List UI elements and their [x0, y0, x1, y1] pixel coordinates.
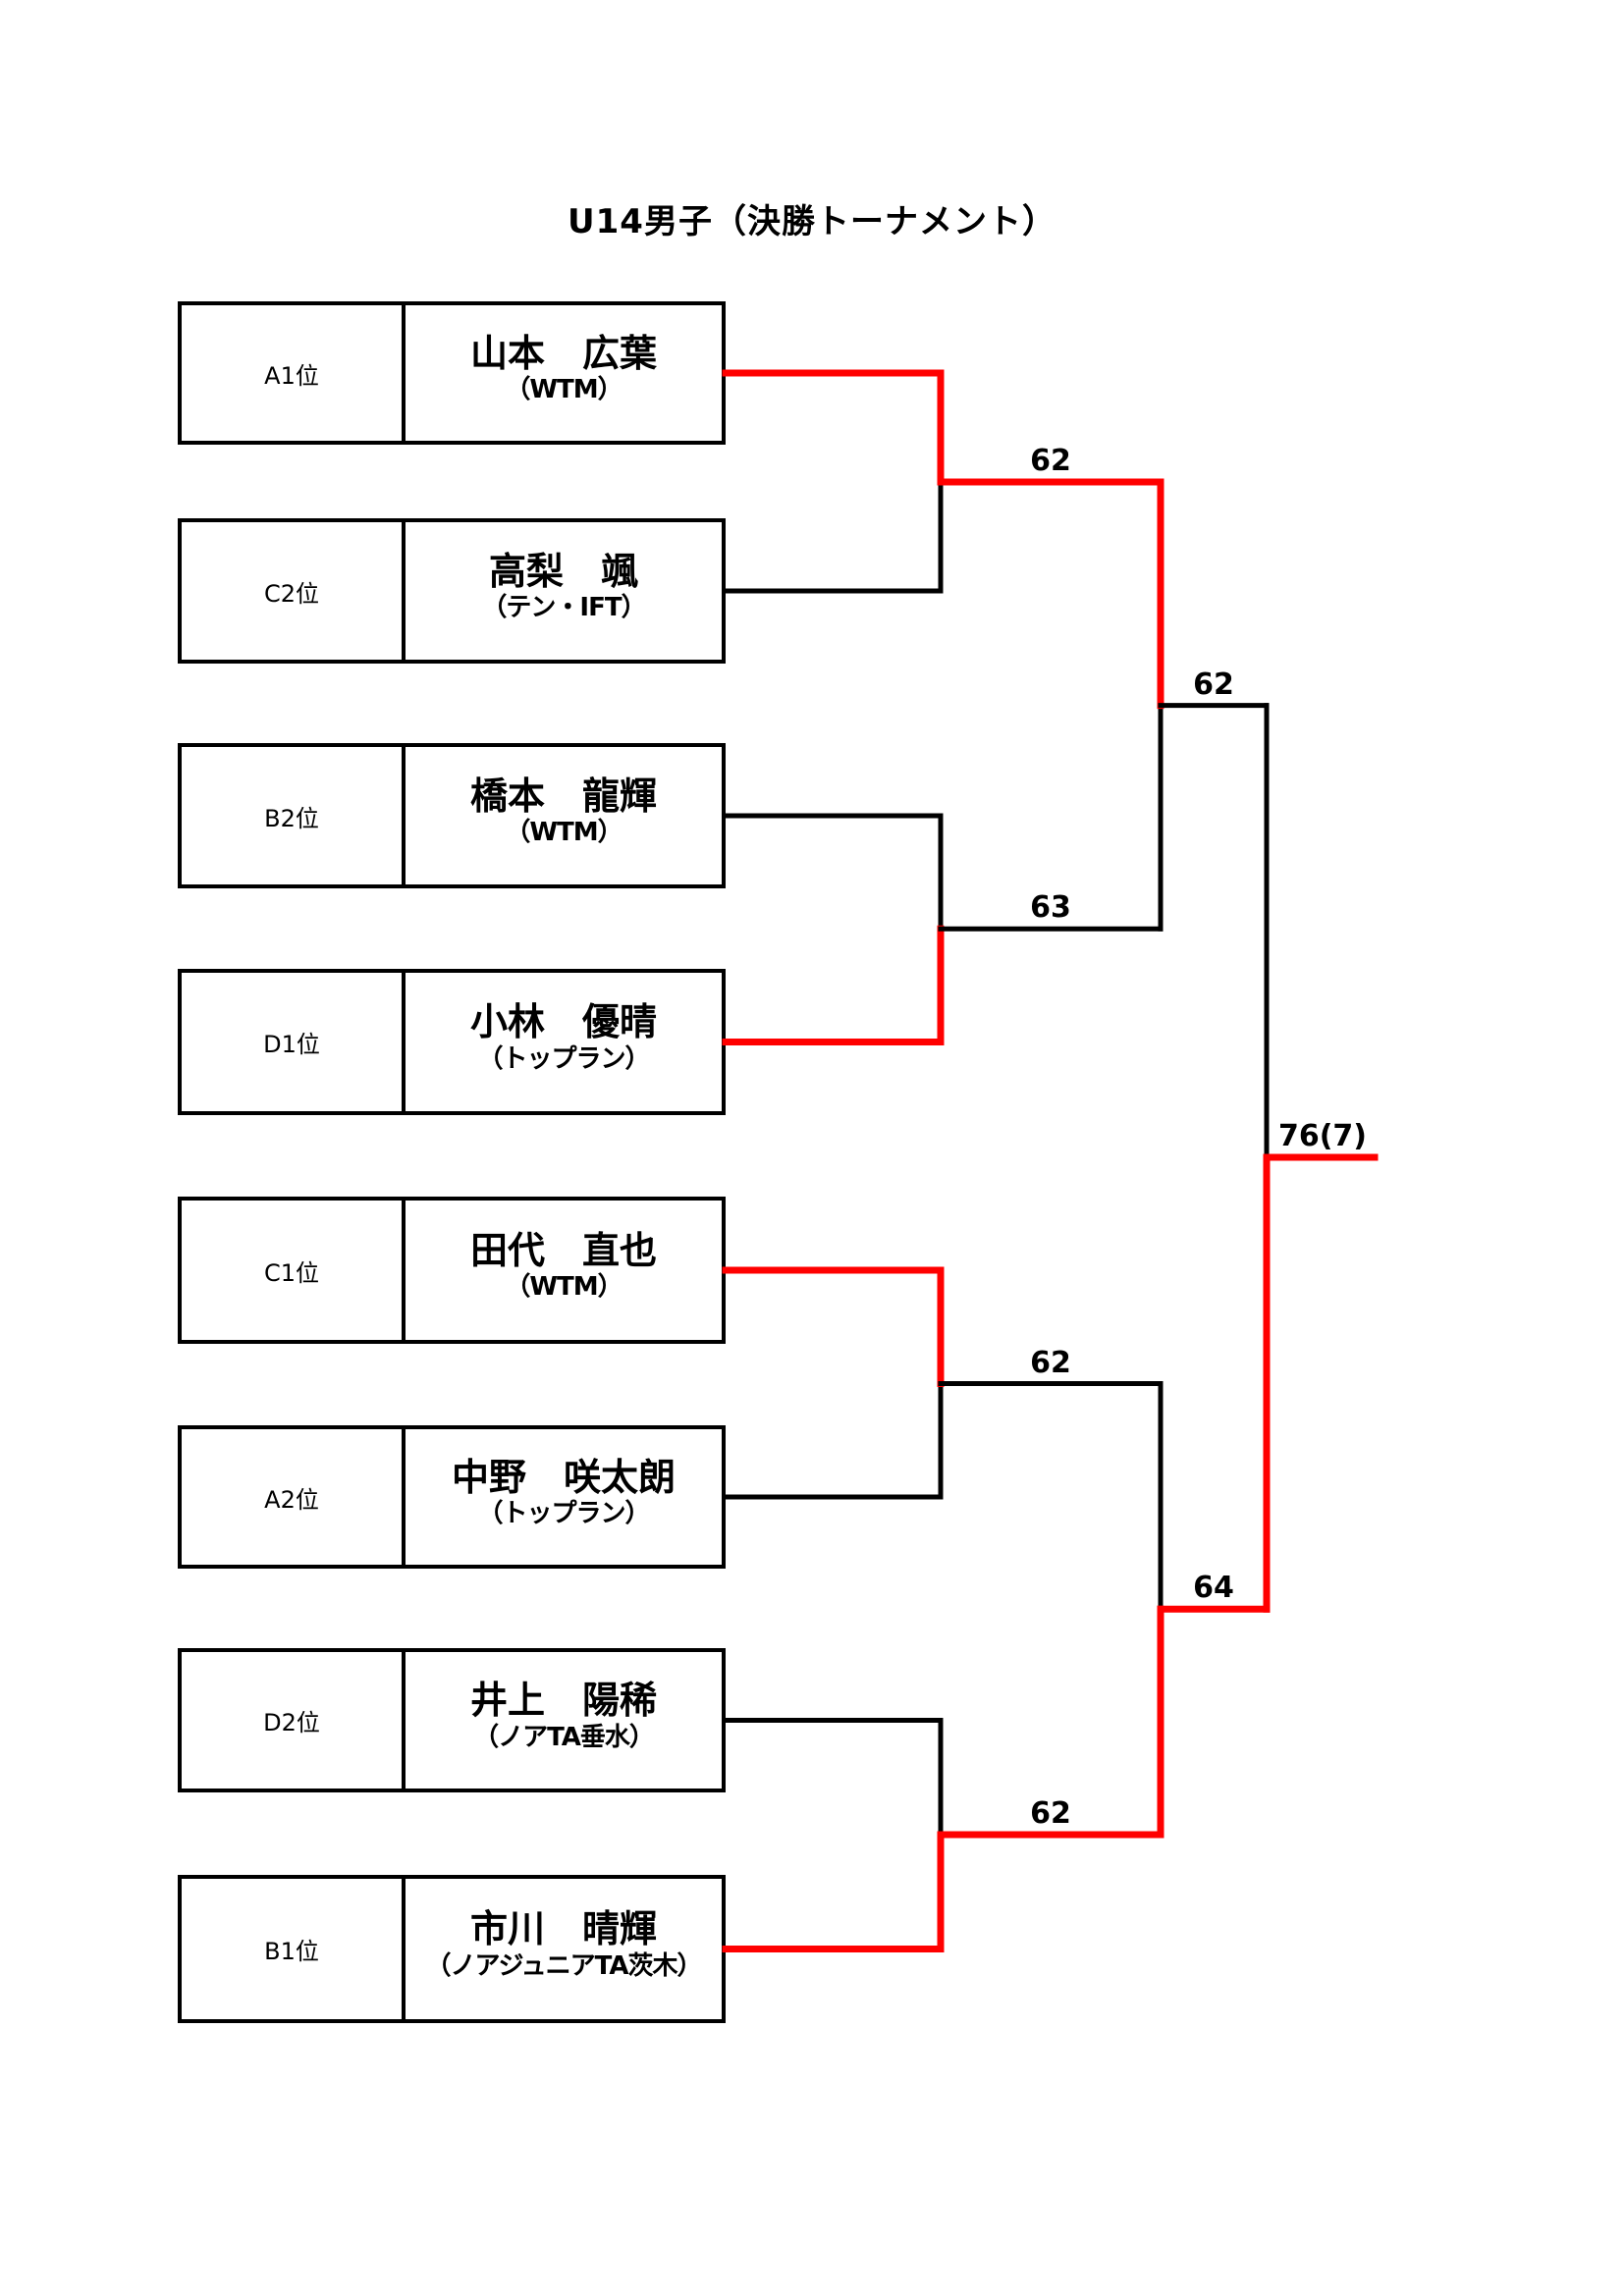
- player-info: 高梨 颯（テン・IFT）: [406, 522, 722, 660]
- player-name: 小林 優晴: [469, 1000, 657, 1044]
- player-box: D1位小林 優晴（トップラン）: [178, 969, 726, 1115]
- player-club: （WTM）: [505, 1272, 623, 1303]
- player-info: 山本 広葉（WTM）: [406, 305, 722, 441]
- player-club: （テン・IFT）: [481, 593, 646, 623]
- player-name: 中野 咲太朗: [451, 1455, 676, 1499]
- player-info: 小林 優晴（トップラン）: [406, 973, 722, 1111]
- player-info: 井上 陽稀（ノアTA垂水）: [406, 1652, 722, 1789]
- player-info: 中野 咲太朗（トップラン）: [406, 1429, 722, 1565]
- player-club: （ノアジュニアTA茨木）: [425, 1950, 703, 1981]
- match-score: 62: [1030, 1345, 1071, 1380]
- player-box: B2位橋本 龍輝（WTM）: [178, 743, 726, 888]
- match-score: 76(7): [1277, 1118, 1368, 1153]
- player-name: 橋本 龍輝: [469, 774, 657, 818]
- match-score: 62: [1193, 667, 1234, 702]
- match-score: 64: [1193, 1571, 1234, 1606]
- seed-label: C1位: [182, 1201, 406, 1340]
- player-box: A1位山本 広葉（WTM）: [178, 301, 726, 445]
- player-info: 橋本 龍輝（WTM）: [406, 747, 722, 884]
- page-title: U14男子（決勝トーナメント）: [568, 202, 1056, 241]
- player-club: （WTM）: [505, 818, 623, 848]
- player-name: 田代 直也: [469, 1228, 657, 1272]
- seed-label: A1位: [182, 305, 406, 441]
- player-club: （WTM）: [505, 375, 623, 405]
- player-box: D2位井上 陽稀（ノアTA垂水）: [178, 1648, 726, 1792]
- player-name: 市川 晴輝: [469, 1907, 657, 1951]
- player-name: 高梨 颯: [488, 549, 638, 593]
- match-score: 63: [1030, 890, 1071, 926]
- seed-label: D1位: [182, 973, 406, 1111]
- player-info: 田代 直也（WTM）: [406, 1201, 722, 1340]
- player-club: （ノアTA垂水）: [473, 1722, 655, 1752]
- player-name: 井上 陽稀: [469, 1679, 657, 1723]
- seed-label: B1位: [182, 1879, 406, 2019]
- player-club: （トップラン）: [477, 1499, 650, 1529]
- match-score: 62: [1030, 444, 1071, 478]
- player-name: 山本 広葉: [469, 331, 657, 375]
- player-club: （トップラン）: [477, 1043, 650, 1074]
- seed-label: B2位: [182, 747, 406, 884]
- seed-label: A2位: [182, 1429, 406, 1565]
- player-box: A2位中野 咲太朗（トップラン）: [178, 1425, 726, 1569]
- seed-label: D2位: [182, 1652, 406, 1789]
- match-score: 62: [1030, 1796, 1071, 1831]
- player-info: 市川 晴輝（ノアジュニアTA茨木）: [406, 1879, 722, 2019]
- seed-label: C2位: [182, 522, 406, 660]
- player-box: C2位高梨 颯（テン・IFT）: [178, 518, 726, 664]
- player-box: C1位田代 直也（WTM）: [178, 1197, 726, 1344]
